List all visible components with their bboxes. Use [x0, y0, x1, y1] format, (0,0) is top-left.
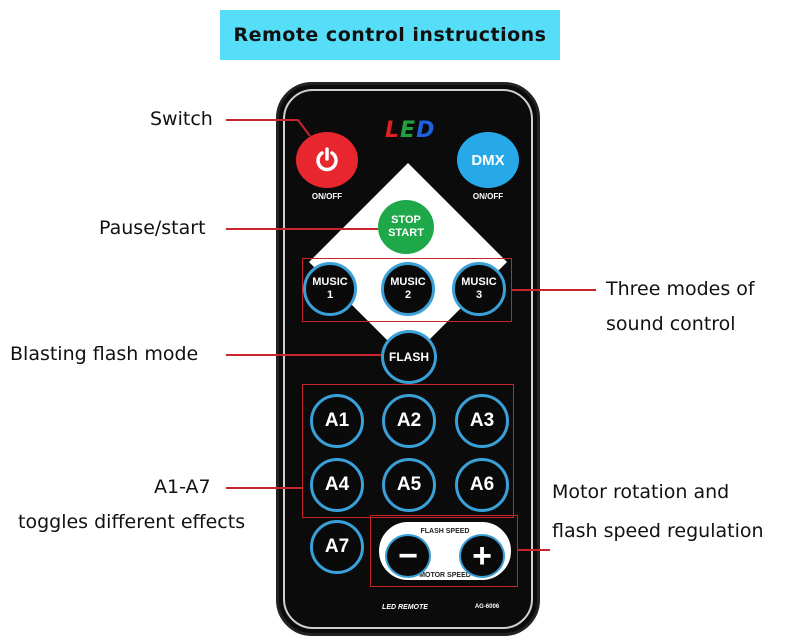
title-banner: Remote control instructions	[220, 10, 560, 60]
a6-button[interactable]: A6	[455, 458, 509, 512]
callout-pause-start: Pause/start	[99, 217, 206, 239]
music-1-button[interactable]: MUSIC 1	[303, 262, 357, 316]
a2-button[interactable]: A2	[382, 394, 436, 448]
power-button[interactable]	[296, 132, 358, 188]
music-1-line1: MUSIC	[312, 276, 348, 288]
callout-three-modes-1: Three modes of	[606, 278, 755, 300]
remote-footer-left: LED REMOTE	[382, 604, 428, 611]
music-3-line2: 3	[475, 289, 483, 301]
dmx-button-label: DMX	[471, 151, 505, 169]
a1-button[interactable]: A1	[310, 394, 364, 448]
start-label: START	[388, 227, 424, 239]
plus-button[interactable]: +	[459, 534, 505, 578]
stop-label: STOP	[391, 214, 421, 226]
speed-box	[370, 515, 518, 587]
music-2-line2: 2	[404, 289, 412, 301]
plus-icon: +	[472, 537, 492, 575]
dmx-label: ON/OFF	[472, 192, 504, 201]
speed-leader	[518, 549, 550, 551]
brand-letter: L	[385, 118, 401, 143]
music-3-button[interactable]: MUSIC 3	[452, 262, 506, 316]
remote-outline	[283, 89, 533, 629]
switch-leader-bend	[290, 119, 311, 137]
dmx-button[interactable]: DMX	[457, 132, 519, 188]
stop-start-button[interactable]: STOP START	[378, 200, 434, 254]
effects-box	[302, 384, 514, 518]
a6-label: A6	[469, 474, 495, 495]
pause-start-leader	[226, 228, 378, 230]
page-title: Remote control instructions	[233, 24, 547, 46]
callout-motor-2: flash speed regulation	[552, 520, 764, 542]
a5-button[interactable]: A5	[382, 458, 436, 512]
music-modes-box	[302, 258, 512, 322]
flash-label: FLASH	[389, 350, 429, 364]
brand-letter: E	[400, 118, 417, 143]
a7-label: A7	[324, 536, 350, 557]
switch-leader	[226, 119, 294, 121]
led-brand-logo: LED	[385, 118, 435, 143]
callout-switch: Switch	[150, 108, 213, 130]
flash-leader	[226, 354, 381, 356]
motor-speed-label: MOTOR SPEED	[419, 572, 471, 579]
flash-speed-label: FLASH SPEED	[420, 528, 470, 535]
brand-letter: D	[416, 118, 436, 143]
a4-button[interactable]: A4	[310, 458, 364, 512]
power-icon	[316, 147, 338, 172]
sound-modes-leader	[512, 289, 596, 291]
a3-button[interactable]: A3	[455, 394, 509, 448]
a5-label: A5	[396, 474, 422, 495]
a7-button[interactable]: A7	[310, 520, 364, 574]
music-2-button[interactable]: MUSIC 2	[381, 262, 435, 316]
music-2-line1: MUSIC	[390, 276, 426, 288]
effects-leader	[226, 487, 302, 489]
callout-motor-1: Motor rotation and	[552, 481, 730, 503]
a3-label: A3	[469, 410, 495, 431]
minus-button[interactable]: −	[385, 534, 431, 578]
music-1-line2: 1	[326, 289, 334, 301]
remote-footer-right: AG-6006	[474, 604, 500, 610]
power-label: ON/OFF	[311, 192, 343, 201]
flash-button[interactable]: FLASH	[381, 330, 437, 384]
callout-blasting-flash: Blasting flash mode	[10, 343, 199, 365]
callout-three-modes-2: sound control	[606, 313, 736, 335]
callout-a1-a7-desc: toggles different effects	[18, 511, 246, 533]
a4-label: A4	[324, 474, 350, 495]
a2-label: A2	[396, 410, 422, 431]
a1-label: A1	[324, 410, 350, 431]
music-3-line1: MUSIC	[461, 276, 497, 288]
minus-icon: −	[398, 537, 418, 575]
callout-a1-a7: A1-A7	[154, 476, 211, 498]
